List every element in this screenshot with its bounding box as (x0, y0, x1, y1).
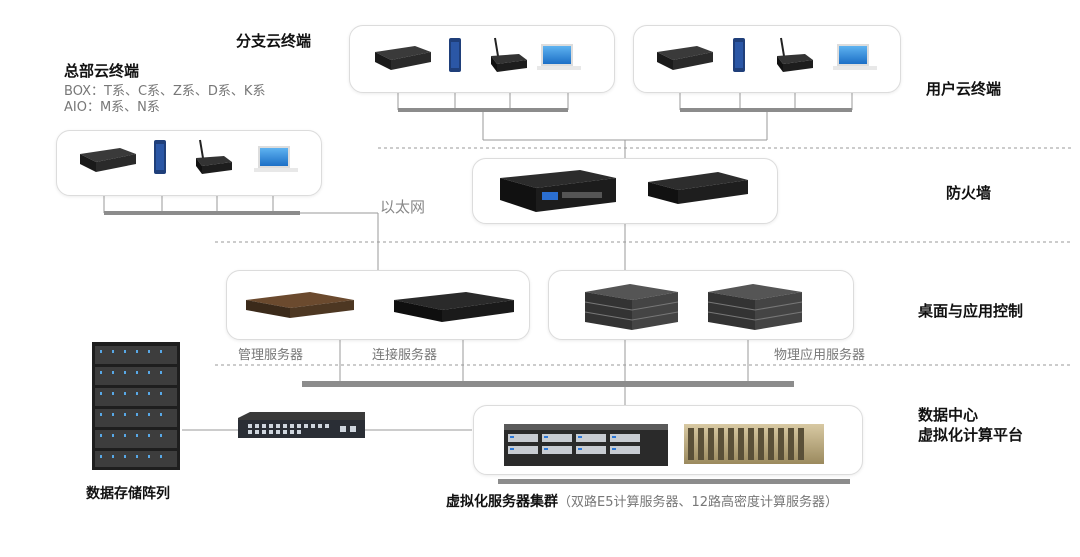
hq-terminal-title: 总部云终端 (64, 62, 140, 80)
tower-pc-icon (449, 38, 461, 72)
firewall-device-2-icon (648, 172, 748, 204)
branch-terminal-title: 分支云终端 (236, 32, 312, 50)
hq-aio-series: AIO：M系、N系 (64, 100, 160, 115)
app-server-1-icon (584, 284, 679, 330)
mgmt-server-label: 管理服务器 (238, 348, 304, 363)
cluster-bus (498, 479, 850, 484)
desktop-control-title: 桌面与应用控制 (918, 302, 1024, 320)
firewall-title: 防火墙 (946, 184, 992, 202)
terminal-set-branch-1 (375, 37, 581, 72)
branch-bus-2 (680, 108, 852, 112)
conn-server-icon (394, 292, 514, 322)
wifi-box-icon (491, 37, 527, 72)
cluster-caption-detail: （双路E5计算服务器、12路高密度计算服务器） (558, 495, 839, 510)
storage-array-icon (92, 342, 180, 470)
network-switch-icon (238, 412, 365, 438)
dual-e5-server-icon (504, 424, 668, 466)
branch-bus-1 (398, 108, 568, 112)
datacenter-title: 数据中心 (918, 406, 979, 424)
app-server-2-icon (707, 284, 803, 330)
hq-bus (104, 211, 300, 215)
terminal-set-hq (80, 139, 298, 174)
firewall-device-icon (500, 170, 616, 212)
cluster-caption-main: 虚拟化服务器集群 (446, 494, 558, 510)
storage-array-title: 数据存储阵列 (86, 486, 170, 502)
box-pc-icon (375, 46, 431, 70)
conn-server-label: 连接服务器 (372, 348, 438, 363)
user-terminal-title: 用户云终端 (926, 80, 1002, 98)
cluster-caption: 虚拟化服务器集群（双路E5计算服务器、12路高密度计算服务器） (446, 491, 838, 511)
aio-monitor-icon (537, 44, 581, 70)
terminal-set-branch-2 (657, 37, 877, 72)
virtualization-title: 虚拟化计算平台 (918, 426, 1024, 444)
phys-app-server-label: 物理应用服务器 (774, 348, 866, 363)
ethernet-label: 以太网 (380, 198, 426, 216)
hq-box-series: BOX：T系、C系、Z系、D系、K系 (64, 84, 266, 99)
high-density-server-icon (684, 424, 824, 464)
mgmt-server-icon (246, 292, 354, 318)
datacenter-bus (302, 381, 794, 387)
